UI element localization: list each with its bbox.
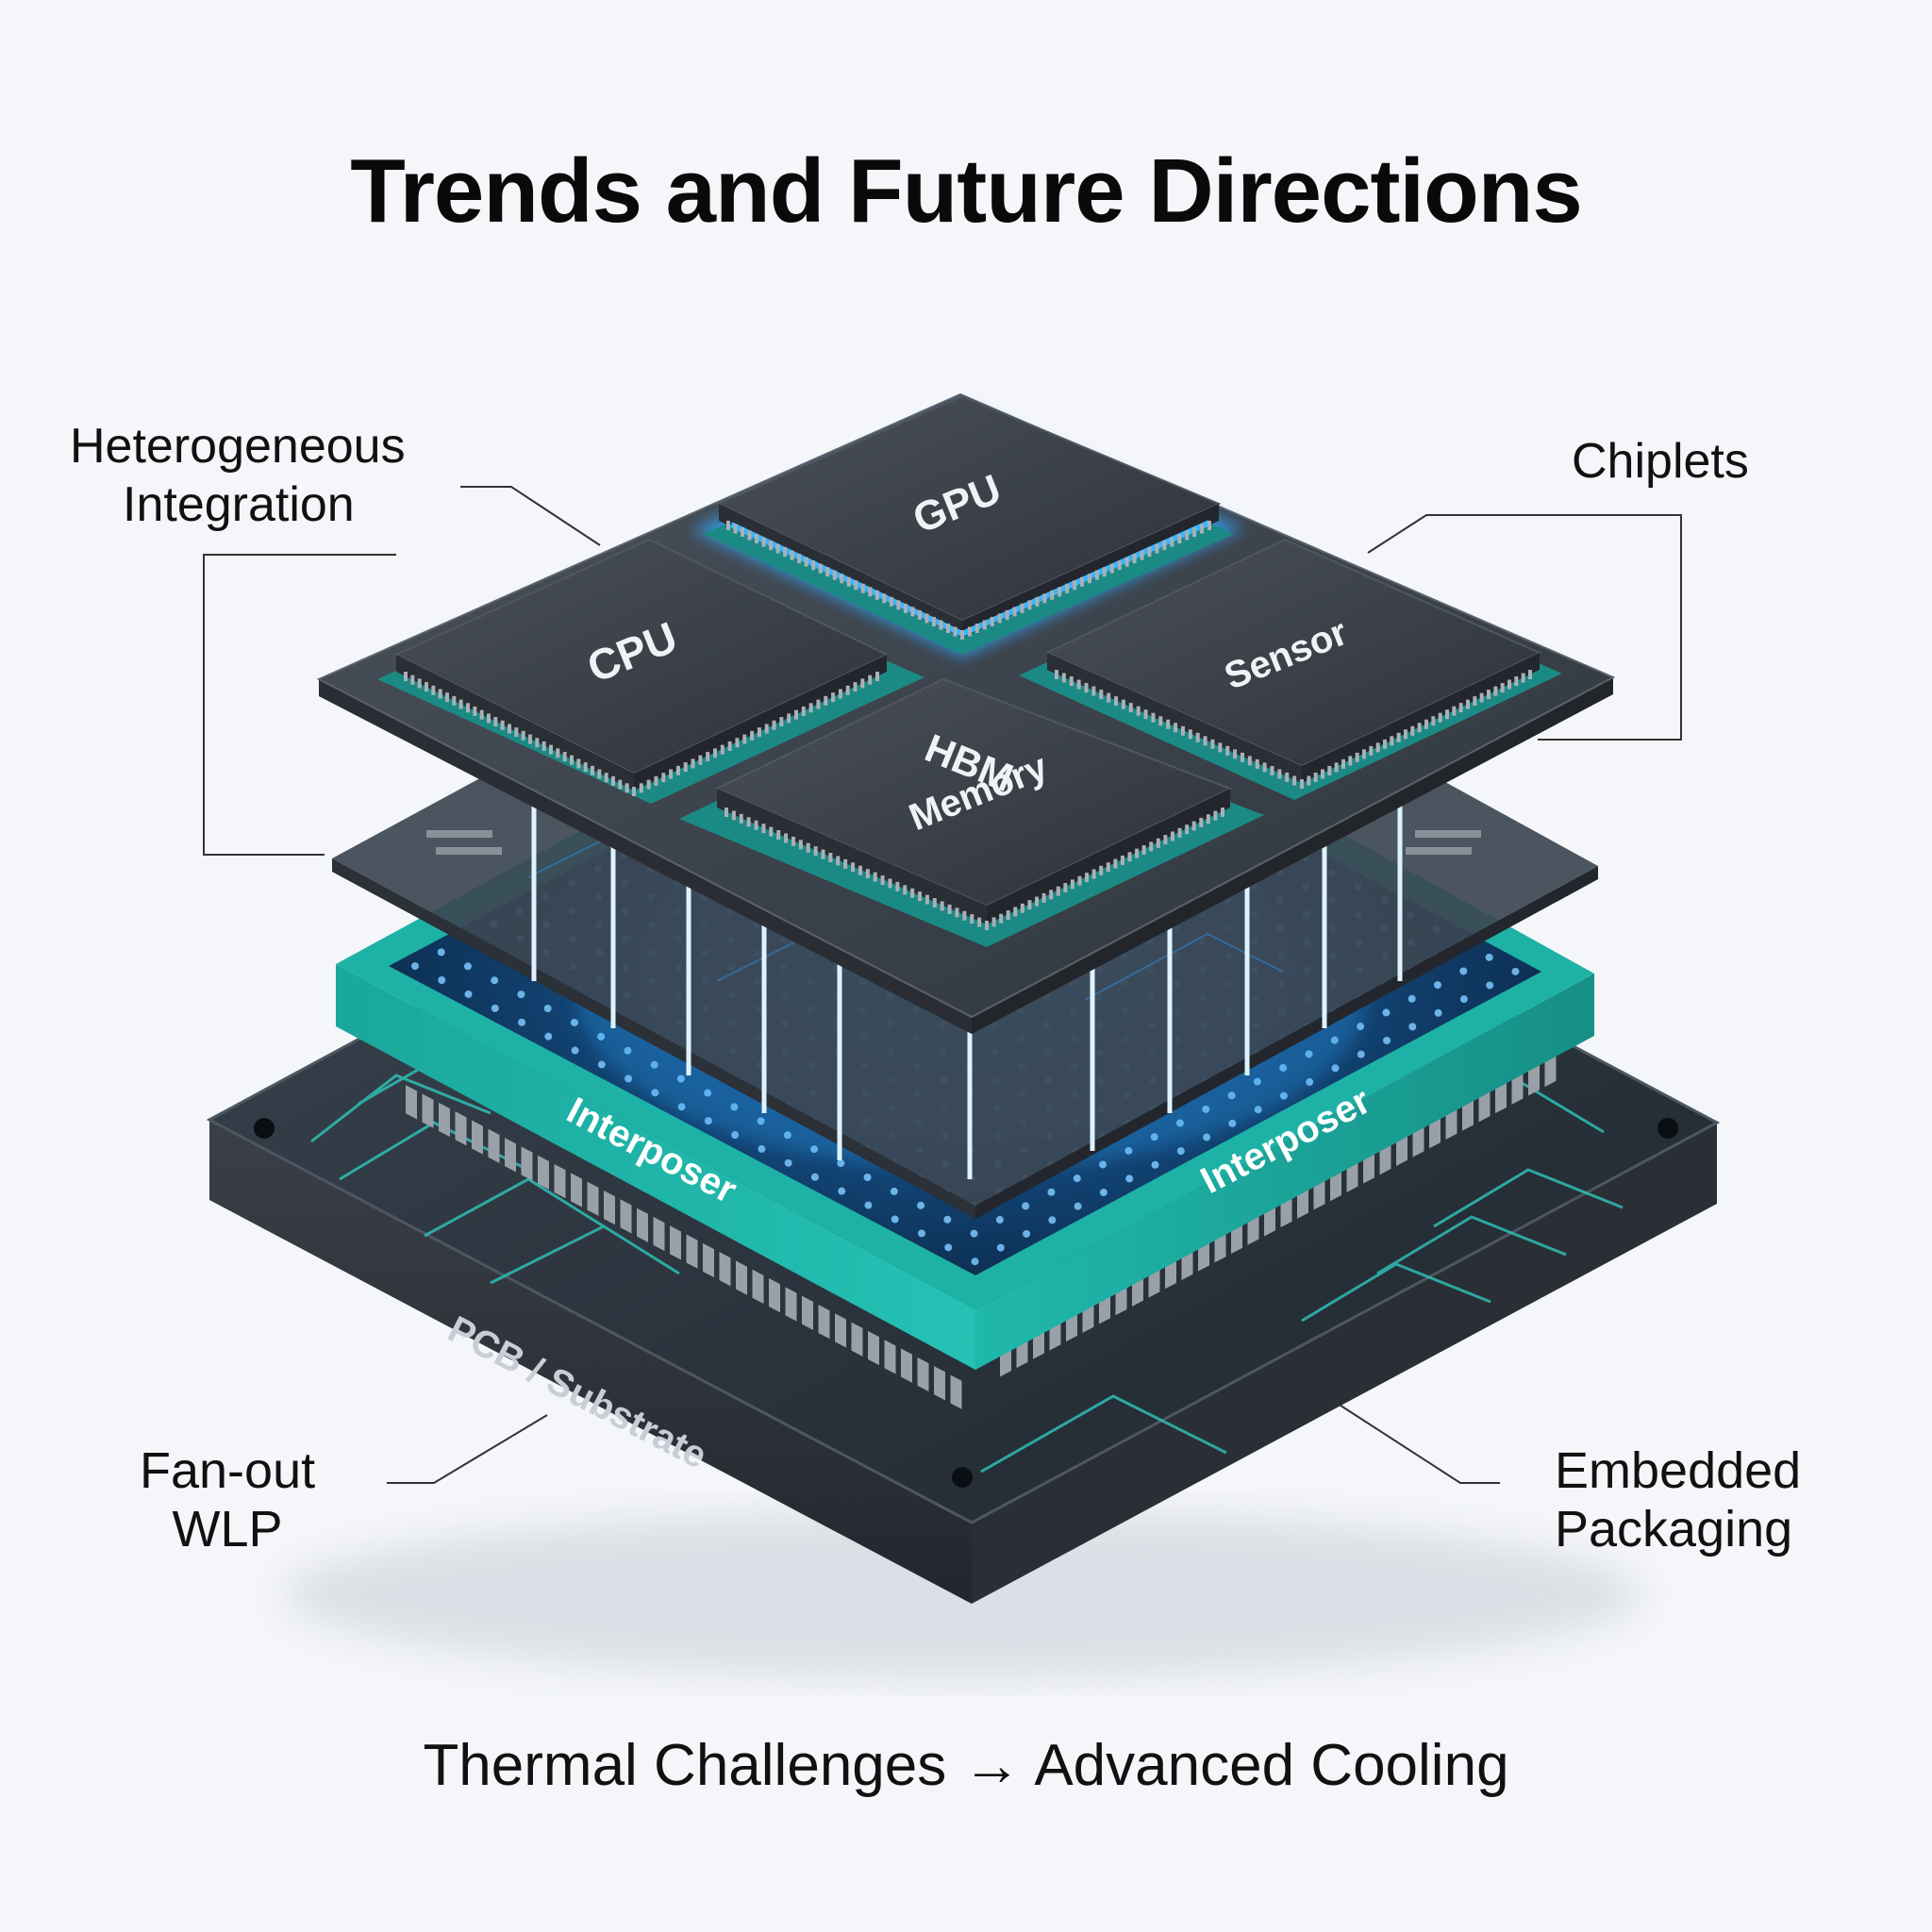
callout-embedded-line1: Embedded — [1555, 1442, 1802, 1499]
callout-heterogeneous-integration: Heterogeneous Integration — [70, 417, 406, 534]
arrow-icon: → — [962, 1733, 1022, 1798]
callout-fanout-line1: Fan-out — [140, 1442, 316, 1499]
hbm-memory-chip: HBM Memory — [679, 677, 1264, 947]
callout-embedded-packaging: Embedded Packaging — [1555, 1441, 1801, 1558]
callout-heterogeneous-line1: Heterogeneous — [70, 419, 406, 474]
gpu-chip: GPU — [692, 394, 1243, 657]
callout-chiplets: Chiplets — [1572, 434, 1749, 489]
callout-fanout-wlp: Fan-out WLP — [140, 1441, 315, 1558]
callout-fanout-line2: WLP — [172, 1501, 283, 1557]
page-title: Trends and Future Directions — [350, 141, 1583, 242]
sensor-chip: Sensor — [1019, 538, 1562, 800]
callout-heterogeneous-line2: Integration — [123, 477, 355, 532]
callout-leaders — [203, 486, 1682, 1484]
bottom-caption: Thermal Challenges → Advanced Cooling — [0, 1732, 1932, 1799]
cpu-chip: CPU — [377, 538, 924, 804]
bottom-caption-left: Thermal Challenges — [423, 1733, 947, 1798]
callout-embedded-line2: Packaging — [1555, 1501, 1793, 1557]
bottom-caption-right: Advanced Cooling — [1034, 1733, 1509, 1798]
